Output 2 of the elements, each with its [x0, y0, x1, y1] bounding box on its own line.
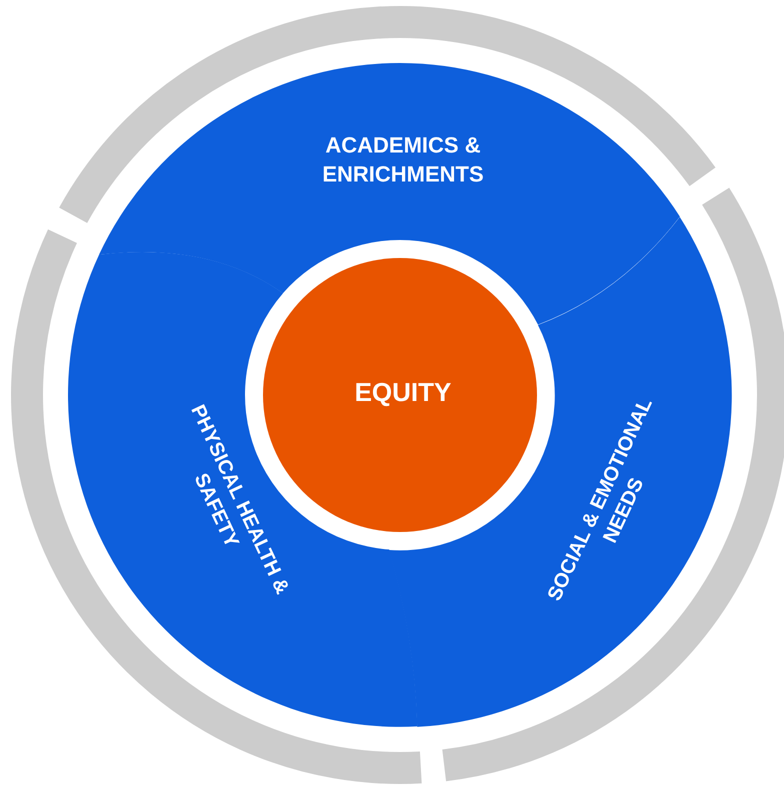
segment-label: ACADEMICS & ENRICHMENTS — [321, 131, 485, 188]
segment-label: EQUITY — [354, 376, 452, 410]
